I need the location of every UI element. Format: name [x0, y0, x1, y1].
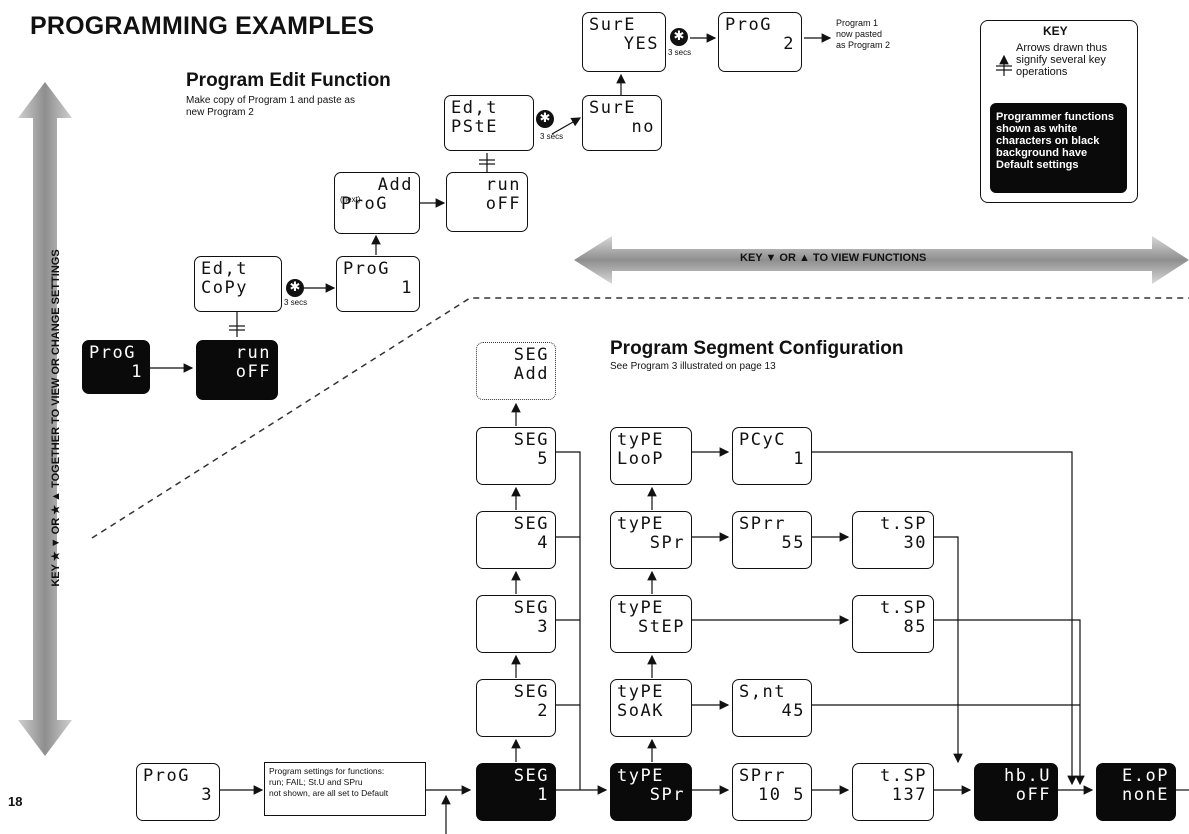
star-key-icon: ✱ [286, 279, 304, 297]
page-title: PROGRAMMING EXAMPLES [30, 12, 375, 40]
star-key-icon: ✱ [536, 110, 554, 128]
settings-note-line1: Program settings for functions: [269, 766, 385, 776]
settings-note-line2: run; FAIL; St.U and SPru [269, 777, 363, 787]
key-arrow-description: Arrows drawn thus signify several key op… [1016, 42, 1108, 78]
secs-label: 3 secs [668, 48, 692, 57]
next-label: (next) [340, 195, 361, 204]
star-key-icon: ✱ [670, 28, 688, 46]
pasted-note: Program 1 now pasted as Program 2 [836, 18, 890, 51]
edit-subtitle-line2: new Program 2 [186, 107, 254, 118]
segment-section-subtitle: See Program 3 illustrated on page 13 [610, 361, 776, 372]
edit-section-subtitle: Make copy of Program 1 and paste as new … [186, 95, 355, 119]
vertical-arrow-label: KEY ★ ▼ OR ★ ▲ TOGETHER TO VIEW OR CHANG… [50, 249, 62, 587]
settings-note-line3: not shown, are all set to Default [269, 788, 389, 798]
secs-label: 3 secs [540, 132, 564, 141]
segment-section-title: Program Segment Configuration [610, 338, 904, 359]
program-settings-note: Program settings for functions: run; FAI… [264, 762, 426, 816]
page-number: 18 [8, 794, 23, 809]
key-legend-box [980, 20, 1138, 203]
key-title: KEY [1043, 24, 1068, 38]
horizontal-arrow-label: KEY ▼ OR ▲ TO VIEW FUNCTIONS [740, 252, 927, 264]
key-defaults-description: Programmer functions shown as white char… [990, 103, 1127, 193]
secs-label: 3 secs [284, 298, 308, 307]
pasted-note-line1: Program 1 [836, 18, 879, 28]
pasted-note-line2: now pasted [836, 29, 883, 39]
edit-section-title: Program Edit Function [186, 70, 391, 91]
pasted-note-line3: as Program 2 [836, 40, 891, 50]
edit-subtitle-line1: Make copy of Program 1 and paste as [186, 95, 355, 106]
